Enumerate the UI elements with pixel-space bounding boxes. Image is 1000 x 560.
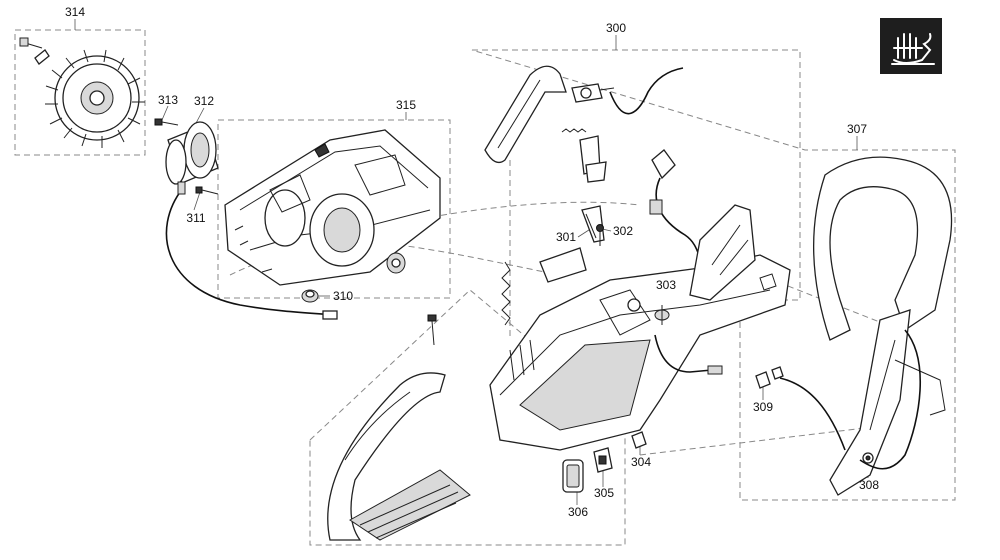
grommet-310	[301, 289, 319, 303]
rotor-312	[165, 121, 219, 185]
label-301: 301	[556, 230, 576, 244]
group-box-315	[217, 119, 451, 299]
hand-guard	[327, 372, 471, 541]
trigger-300	[484, 65, 567, 164]
label-300: 300	[606, 21, 626, 35]
cover-plate	[539, 247, 587, 283]
motor-cable	[165, 187, 336, 316]
explode-line-e	[639, 424, 891, 456]
cable-clip	[177, 181, 186, 195]
clip-309	[755, 366, 784, 389]
spring-upper	[561, 128, 587, 133]
fan-wheel-314	[19, 37, 145, 148]
label-304: 304	[631, 455, 651, 469]
label-303: 303	[656, 278, 676, 292]
label-311: 311	[186, 211, 205, 225]
hand-glove-icon	[880, 18, 942, 74]
explode-line-a	[229, 201, 641, 276]
power-cable-plug	[707, 365, 723, 375]
front-handle-307	[813, 156, 953, 496]
spring-lower	[501, 261, 511, 326]
lock-slider	[579, 135, 607, 183]
clip-304	[631, 431, 647, 449]
label-305: 305	[594, 486, 614, 500]
switch-lever	[571, 83, 615, 103]
label-306: 306	[568, 505, 588, 519]
cable-grommet-303	[654, 305, 670, 325]
guard-screw	[427, 314, 437, 346]
label-315: 315	[396, 98, 416, 112]
screw-311	[195, 186, 219, 195]
label-310: 310	[333, 289, 353, 303]
cable-connector	[322, 310, 338, 320]
label-307: 307	[847, 122, 867, 136]
power-cable	[654, 334, 713, 373]
cover-306	[562, 459, 584, 493]
group-box-guard	[309, 289, 626, 546]
group-box-300-307	[471, 49, 956, 501]
label-313: 313	[158, 93, 178, 107]
label-309: 309	[753, 400, 773, 414]
motor-housing-315	[224, 129, 441, 286]
screw-302	[596, 224, 604, 246]
label-314: 314	[65, 5, 85, 19]
switch-305	[593, 447, 613, 473]
bracket-301	[581, 205, 605, 243]
handle-cable	[859, 329, 921, 470]
screw-308	[862, 452, 874, 464]
main-housing	[489, 204, 791, 451]
group-box-314	[14, 29, 146, 156]
label-302: 302	[613, 224, 633, 238]
label-312: 312	[194, 94, 214, 108]
label-308: 308	[859, 478, 879, 492]
handle-cable-b	[779, 377, 846, 451]
part-number-labels: 314 315 300 307 312 313 311 310 301 302 …	[65, 5, 879, 519]
screw-313	[154, 118, 179, 126]
switch-cable	[609, 67, 684, 115]
microswitch	[649, 149, 706, 266]
